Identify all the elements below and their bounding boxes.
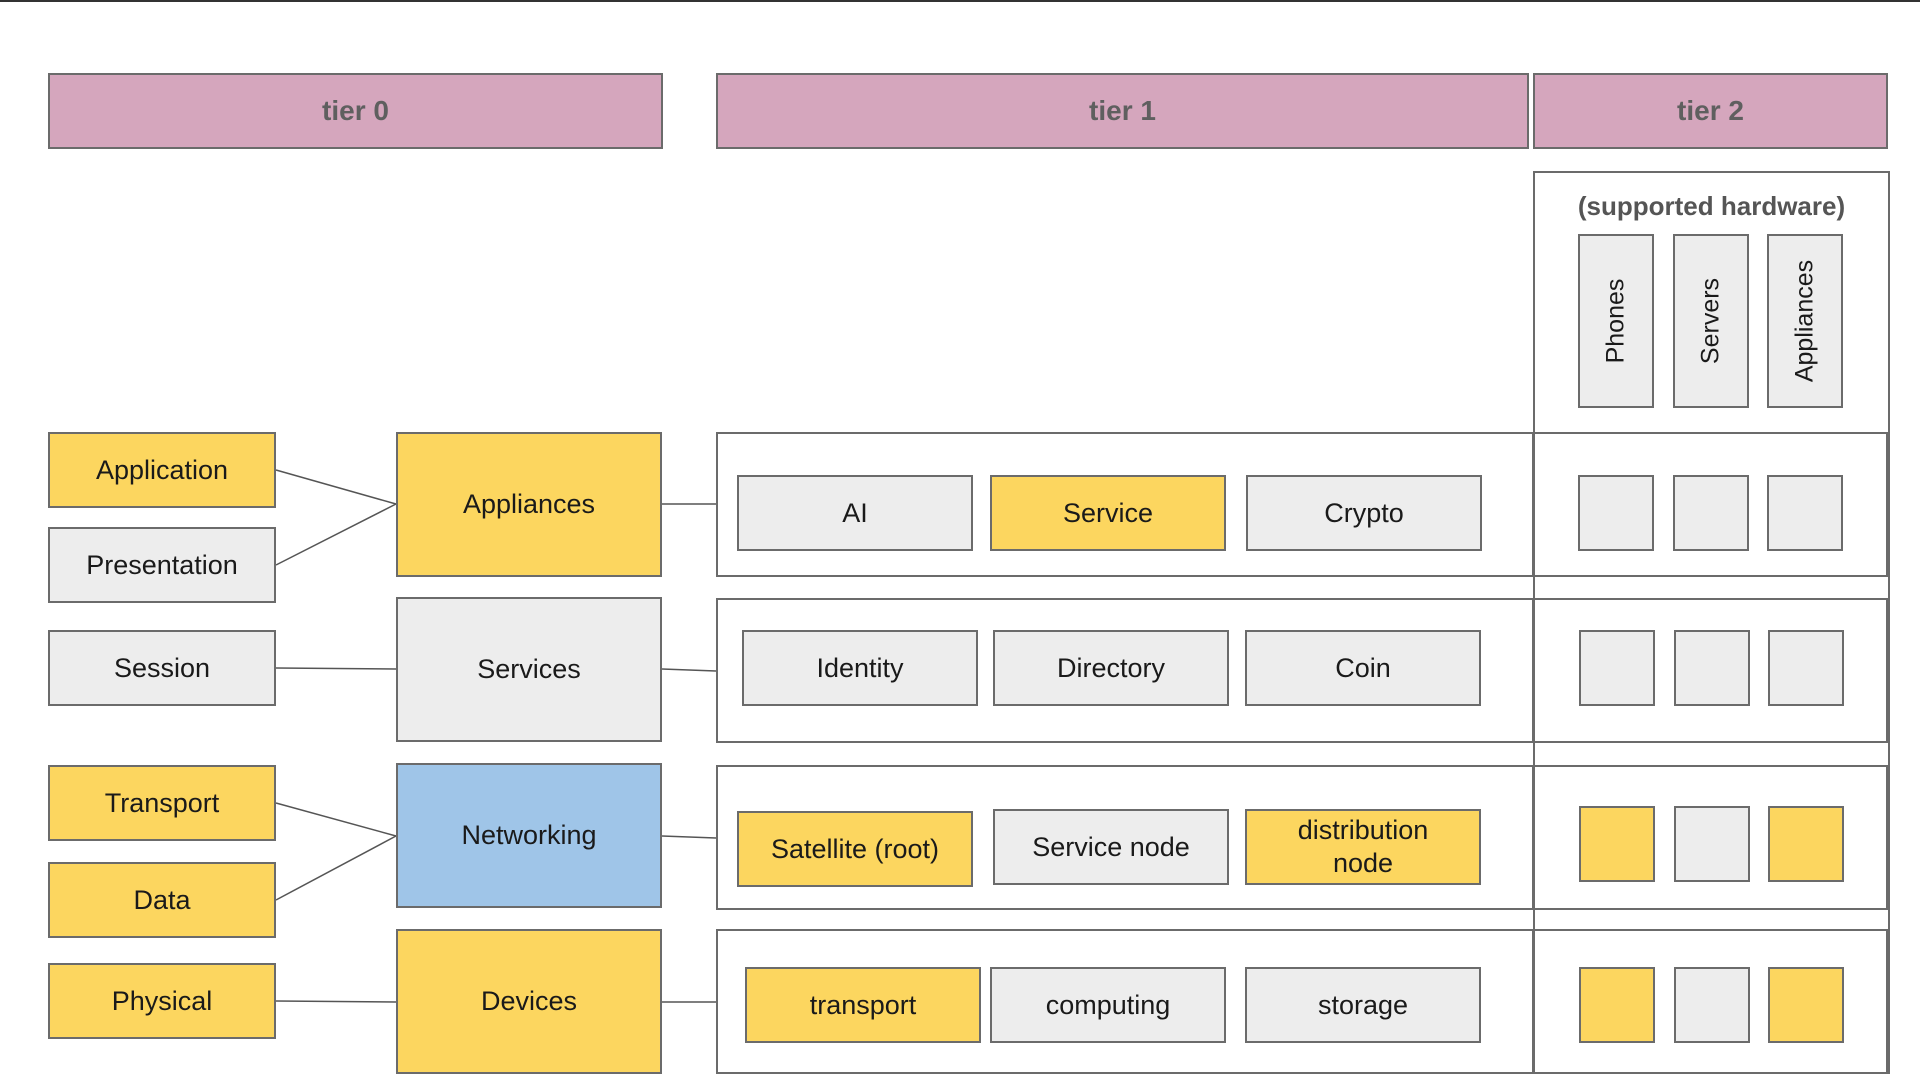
tier1-coin: Coin [1245, 630, 1481, 706]
tier1-service: Service [990, 475, 1226, 551]
tier2-row-appliances [1533, 432, 1888, 577]
group-appliances: Appliances [396, 432, 662, 577]
tier-0-header: tier 0 [48, 73, 663, 149]
cell-services-appliances [1768, 630, 1844, 706]
cell-appliances-appliances [1767, 475, 1843, 551]
link-physical-devices [275, 1000, 397, 1003]
cell-services-phones [1579, 630, 1655, 706]
cell-devices-phones [1579, 967, 1655, 1043]
link-application-appliances [275, 469, 397, 505]
tier1-storage: storage [1245, 967, 1481, 1043]
link-presentation-appliances [275, 503, 397, 566]
tier1-satellite-root: Satellite (root) [737, 811, 973, 887]
cell-services-servers [1674, 630, 1750, 706]
tier2-row-services [1533, 598, 1888, 743]
group-services: Services [396, 597, 662, 742]
tier1-distribution-node: distribution node [1245, 809, 1481, 885]
tier1-ai: AI [737, 475, 973, 551]
cell-devices-appliances [1768, 967, 1844, 1043]
link-transport-networking [275, 802, 397, 837]
cell-networking-phones [1579, 806, 1655, 882]
layer-presentation: Presentation [48, 527, 276, 603]
link-networking-tier1 [661, 835, 717, 839]
tier1-transport: transport [745, 967, 981, 1043]
cell-appliances-servers [1673, 475, 1749, 551]
layer-data: Data [48, 862, 276, 938]
cell-networking-servers [1674, 806, 1750, 882]
link-data-networking [275, 835, 397, 901]
hardware-label-phones: Phones [1601, 278, 1630, 364]
cell-appliances-phones [1578, 475, 1654, 551]
tier1-computing: computing [990, 967, 1226, 1043]
tier-2-header: tier 2 [1533, 73, 1888, 149]
tier-1-header: tier 1 [716, 73, 1529, 149]
tier2-row-networking [1533, 765, 1888, 910]
tier1-identity: Identity [742, 630, 978, 706]
hardware-column-phones: Phones [1578, 234, 1654, 408]
layer-application: Application [48, 432, 276, 508]
hardware-column-appliances: Appliances [1767, 234, 1843, 408]
hardware-label-appliances: Appliances [1790, 259, 1819, 383]
hardware-label-servers: Servers [1696, 277, 1725, 365]
layer-session: Session [48, 630, 276, 706]
tier1-crypto: Crypto [1246, 475, 1482, 551]
supported-hardware-title: (supported hardware) [1577, 191, 1846, 221]
group-networking: Networking [396, 763, 662, 908]
hardware-column-servers: Servers [1673, 234, 1749, 408]
group-devices: Devices [396, 929, 662, 1074]
layer-physical: Physical [48, 963, 276, 1039]
cell-devices-servers [1674, 967, 1750, 1043]
cell-networking-appliances [1768, 806, 1844, 882]
top-border-line [0, 0, 1920, 2]
tier2-row-devices [1533, 929, 1888, 1074]
link-services-tier1 [661, 668, 717, 672]
layer-transport: Transport [48, 765, 276, 841]
tier1-service-node: Service node [993, 809, 1229, 885]
link-session-services [275, 667, 397, 670]
tier1-directory: Directory [993, 630, 1229, 706]
